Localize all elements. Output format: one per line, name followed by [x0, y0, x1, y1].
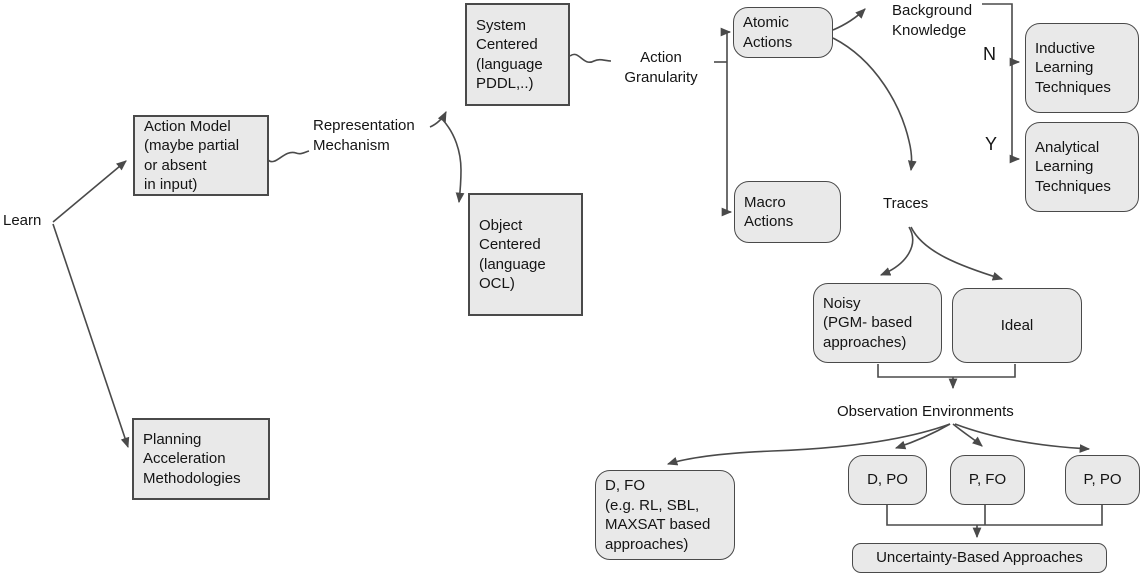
edge-background-n-inductive	[982, 3, 1021, 67]
edge-atomic-traces	[832, 37, 917, 172]
node-macro-actions: Macro Actions	[734, 181, 841, 243]
edge-traces-ideal	[910, 226, 1004, 281]
node-d-fo: D, FO (e.g. RL, SBL, MAXSAT based approa…	[595, 470, 735, 560]
label-observation-environments: Observation Environments	[837, 403, 1014, 420]
edge-noisy-ideal-join	[877, 364, 1016, 378]
edge-learn-action-model	[52, 160, 127, 223]
node-p-po-label: P, PO	[1083, 471, 1122, 489]
edge-system-actiongran	[569, 53, 612, 64]
node-planning-acceleration: Planning Acceleration Methodologies	[132, 418, 270, 500]
edge-atomic-background	[832, 8, 866, 31]
node-analytical-learning: Analytical Learning Techniques	[1025, 122, 1139, 212]
node-ideal-label: Ideal	[1000, 316, 1034, 334]
edge-observation-pfo	[952, 423, 983, 447]
edge-bottom-join	[886, 505, 1103, 526]
node-ideal: Ideal	[952, 288, 1082, 363]
edge-observation-dfo	[666, 423, 951, 466]
edge-actiongran-atomic	[720, 27, 732, 62]
node-uncertainty-based: Uncertainty-Based Approaches	[852, 543, 1107, 573]
node-d-fo-label: D, FO (e.g. RL, SBL, MAXSAT based approa…	[605, 477, 711, 553]
node-atomic-actions-label: Atomic Actions	[743, 14, 793, 51]
edge-actiongran-macro	[721, 62, 733, 217]
label-action-granularity: Action Granularity	[624, 49, 698, 86]
node-inductive-learning: Inductive Learning Techniques	[1025, 23, 1139, 113]
label-branch-n: N	[983, 44, 996, 64]
node-system-centered: System Centered (language PDDL,..)	[465, 3, 570, 106]
node-analytical-learning-label: Analytical Learning Techniques	[1035, 138, 1111, 195]
node-inductive-learning-label: Inductive Learning Techniques	[1035, 39, 1111, 96]
node-d-po-label: D, PO	[867, 471, 908, 489]
node-macro-actions-label: Macro Actions	[744, 193, 794, 231]
node-d-po: D, PO	[848, 455, 927, 505]
node-p-fo-label: P, FO	[968, 471, 1007, 489]
edge-learn-planning	[52, 223, 130, 449]
label-traces: Traces	[883, 195, 929, 212]
node-uncertainty-based-label: Uncertainty-Based Approaches	[876, 549, 1083, 567]
node-system-centered-label: System Centered (language PDDL,..)	[476, 16, 543, 93]
node-object-centered: Object Centered (language OCL)	[468, 193, 583, 316]
node-p-fo: P, FO	[950, 455, 1025, 505]
edge-observation-ppo	[954, 423, 1091, 453]
edge-background-y-analytical	[1009, 62, 1021, 164]
label-background-knowledge: Background Knowledge	[892, 2, 973, 39]
edge-action-model-repmech	[267, 150, 310, 163]
label-representation-mechanism: Representation Mechanism	[313, 117, 415, 154]
node-object-centered-label: Object Centered (language OCL)	[479, 216, 546, 293]
node-action-model: Action Model (maybe partial or absent in…	[133, 115, 269, 196]
label-learn: Learn	[3, 212, 42, 229]
node-p-po: P, PO	[1065, 455, 1140, 505]
node-noisy: Noisy (PGM- based approaches)	[813, 283, 942, 363]
edge-repmech-system-centered	[429, 111, 447, 128]
edge-repmech-object-centered	[441, 118, 465, 204]
node-noisy-label: Noisy (PGM- based approaches)	[823, 294, 913, 351]
node-atomic-actions: Atomic Actions	[733, 7, 833, 58]
node-planning-acceleration-label: Planning Acceleration Methodologies	[143, 430, 241, 487]
edge-observation-dpo	[894, 423, 951, 450]
label-branch-y: Y	[985, 134, 998, 154]
node-action-model-label: Action Model (maybe partial or absent in…	[144, 117, 240, 194]
edge-traces-noisy	[879, 226, 914, 276]
